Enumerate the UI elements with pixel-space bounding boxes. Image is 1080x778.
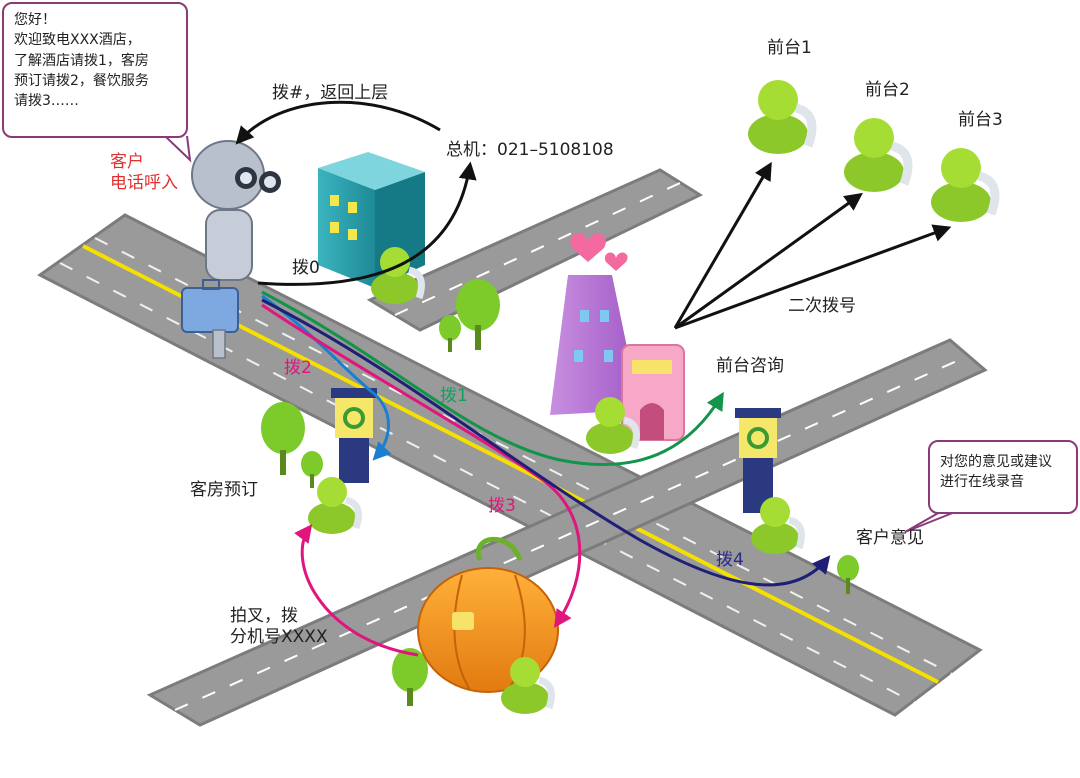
front-desk-3-label: 前台3	[958, 110, 1003, 130]
tree-icon	[837, 555, 859, 594]
extension-line: 分机号XXXX	[230, 627, 328, 648]
agent-phone-icon	[308, 477, 362, 534]
agent-phone-icon	[501, 657, 555, 714]
dial-3-label: 拨3	[488, 496, 516, 516]
feedback-label: 客户意见	[856, 528, 924, 548]
agent-phone-icon	[751, 497, 805, 554]
dial-2-label: 拨2	[284, 358, 312, 378]
front-desk-3-agent-icon	[931, 148, 1000, 222]
welcome-line: 欢迎致电XXX酒店，	[14, 32, 141, 49]
dial-1-label: 拨1	[440, 386, 468, 406]
hotel-main-building	[318, 152, 425, 288]
welcome-bubble-tail	[164, 135, 192, 163]
dial-4-label: 拨4	[716, 550, 744, 570]
tree-icon	[439, 279, 500, 352]
front-desk-building	[550, 233, 685, 441]
tree-icon	[261, 402, 323, 488]
front-desk-2-agent-icon	[844, 118, 913, 192]
front-desk-1-label: 前台1	[767, 38, 812, 58]
arrow-dial-4	[261, 298, 831, 587]
road-main	[37, 213, 983, 717]
extension-label: 拍叉，拨 分机号XXXX	[230, 606, 328, 649]
front-desk-2-label: 前台2	[865, 80, 910, 100]
agent-phone-icon	[586, 397, 640, 454]
welcome-line: 您好！	[14, 12, 56, 28]
recording-line: 进行在线录音	[940, 474, 1024, 491]
tree-icon	[392, 648, 428, 706]
room-booking-pillar	[331, 388, 377, 483]
front-desk-consult-label: 前台咨询	[716, 356, 784, 376]
arrow-dial-2	[261, 294, 392, 461]
customer-label: 客户 电话呼入	[110, 152, 178, 195]
dial-hash-label: 拨#，返回上层	[272, 83, 389, 103]
arrow-extension	[294, 524, 419, 657]
arrow-second-dial-3	[674, 224, 952, 330]
welcome-line: 预订请拨2，餐饮服务	[14, 72, 149, 89]
arrow-dial-3	[261, 303, 582, 628]
road-upper-cross	[366, 168, 704, 332]
welcome-bubble: 您好！ 欢迎致电XXX酒店， 了解酒店请拨1，客房 预订请拨2，餐饮服务 请拨3…	[2, 2, 188, 138]
dial-0-label: 拨0	[292, 258, 320, 278]
welcome-line: 了解酒店请拨1，客房	[14, 52, 149, 69]
customer-label-line: 电话呼入	[110, 173, 178, 194]
arrow-dial-0	[257, 161, 477, 286]
robot-caller-icon	[181, 140, 281, 359]
arrow-return-hash	[235, 100, 441, 145]
recording-line: 对您的意见或建议	[940, 454, 1052, 470]
arrow-dial-1	[261, 290, 724, 466]
arrow-second-dial-1	[673, 161, 772, 329]
arrow-second-dial-2	[674, 192, 863, 330]
recording-bubble: 对您的意见或建议 进行在线录音	[928, 440, 1078, 514]
second-dial-label: 二次拨号	[788, 296, 856, 316]
front-desk-1-agent-icon	[748, 80, 817, 154]
main-line-label: 总机：021–5108108	[446, 140, 614, 160]
extension-line: 拍叉，拨	[230, 606, 298, 626]
room-booking-label: 客房预订	[190, 480, 258, 500]
recording-bubble-tail	[904, 511, 956, 533]
welcome-line: 请拨3……	[14, 93, 79, 110]
customer-label-line: 客户	[110, 152, 144, 172]
